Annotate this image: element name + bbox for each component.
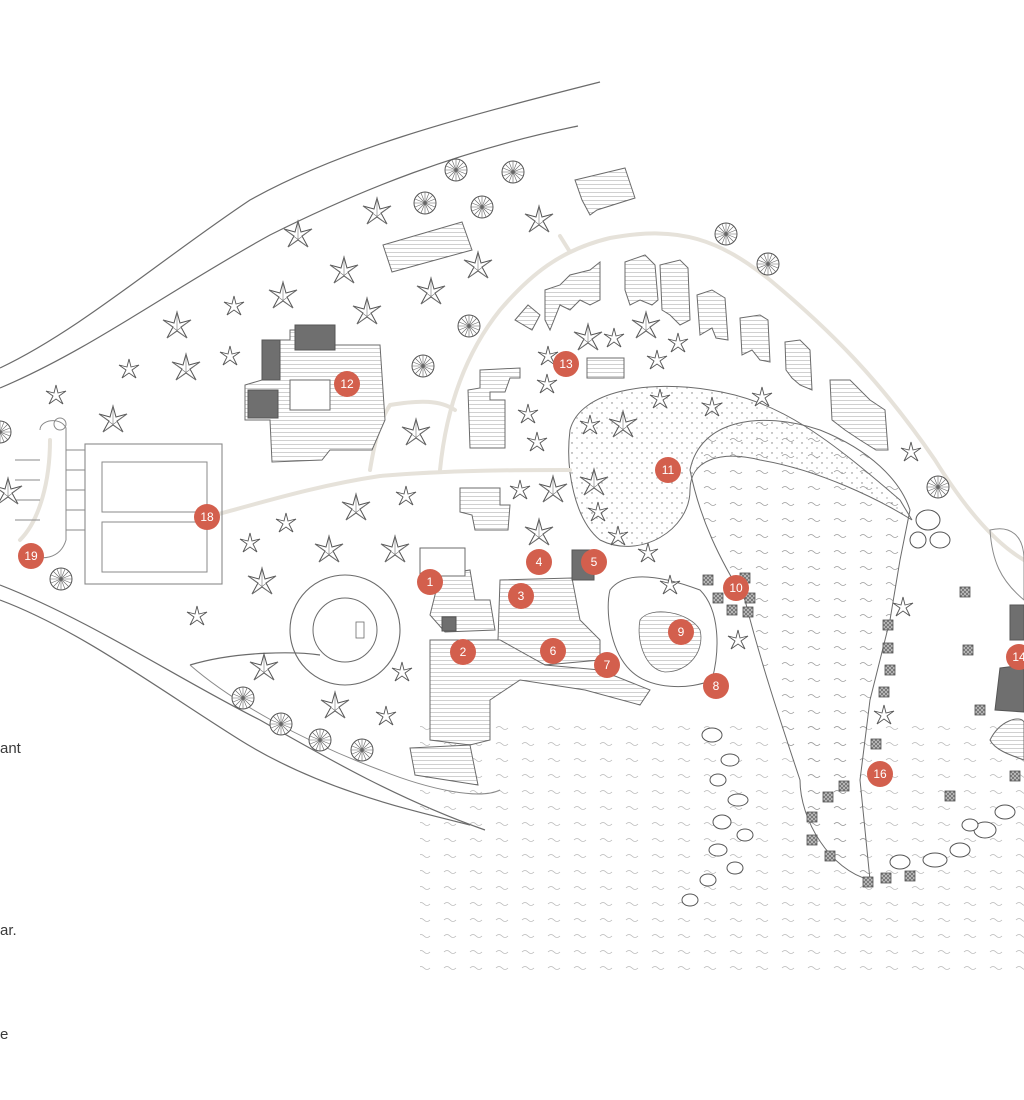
marker-6[interactable]: 6 bbox=[540, 638, 566, 664]
marker-18-label: 18 bbox=[200, 510, 214, 524]
marker-11[interactable]: 11 bbox=[655, 457, 681, 483]
marker-4[interactable]: 4 bbox=[526, 549, 552, 575]
walkways bbox=[18, 231, 1024, 562]
marker-9[interactable]: 9 bbox=[668, 619, 694, 645]
legend-text-fragment-1: ant bbox=[0, 740, 21, 757]
marker-8[interactable]: 8 bbox=[703, 673, 729, 699]
tennis-courts bbox=[84, 443, 223, 585]
marker-14-label: 14 bbox=[1012, 650, 1024, 664]
marker-13-label: 13 bbox=[559, 357, 573, 371]
marker-19[interactable]: 19 bbox=[18, 543, 44, 569]
marker-16-label: 16 bbox=[873, 767, 887, 781]
marker-2-label: 2 bbox=[460, 645, 467, 659]
marker-10-label: 10 bbox=[729, 581, 743, 595]
marker-7-label: 7 bbox=[604, 658, 611, 672]
marker-3[interactable]: 3 bbox=[508, 583, 534, 609]
marker-8-label: 8 bbox=[713, 679, 720, 693]
legend-text-fragment-2: ar. bbox=[0, 922, 17, 939]
marker-13[interactable]: 13 bbox=[553, 351, 579, 377]
marker-12-label: 12 bbox=[340, 377, 354, 391]
buildings bbox=[244, 167, 1024, 786]
marker-18[interactable]: 18 bbox=[194, 504, 220, 530]
land-outline bbox=[0, 81, 601, 831]
marker-14[interactable]: 14 bbox=[1006, 644, 1024, 670]
map-markers: 1 2 3 4 5 6 7 8 9 10 11 12 13 14 16 18 1… bbox=[18, 351, 1024, 787]
marker-5[interactable]: 5 bbox=[581, 549, 607, 575]
legend-text-fragment-3: e bbox=[0, 1026, 9, 1043]
marker-11-label: 11 bbox=[662, 463, 675, 477]
marker-9-label: 9 bbox=[678, 625, 685, 639]
marker-16[interactable]: 16 bbox=[867, 761, 893, 787]
marker-10[interactable]: 10 bbox=[723, 575, 749, 601]
marker-5-label: 5 bbox=[591, 555, 598, 569]
marker-1-label: 1 bbox=[427, 575, 434, 589]
marker-7[interactable]: 7 bbox=[594, 652, 620, 678]
marker-1[interactable]: 1 bbox=[417, 569, 443, 595]
marker-12[interactable]: 12 bbox=[334, 371, 360, 397]
rocks bbox=[681, 509, 1016, 907]
marker-19-label: 19 bbox=[24, 549, 38, 563]
marker-4-label: 4 bbox=[536, 555, 543, 569]
marker-6-label: 6 bbox=[550, 644, 557, 658]
marker-3-label: 3 bbox=[518, 589, 525, 603]
roundabout bbox=[289, 574, 401, 686]
marker-2[interactable]: 2 bbox=[450, 639, 476, 665]
